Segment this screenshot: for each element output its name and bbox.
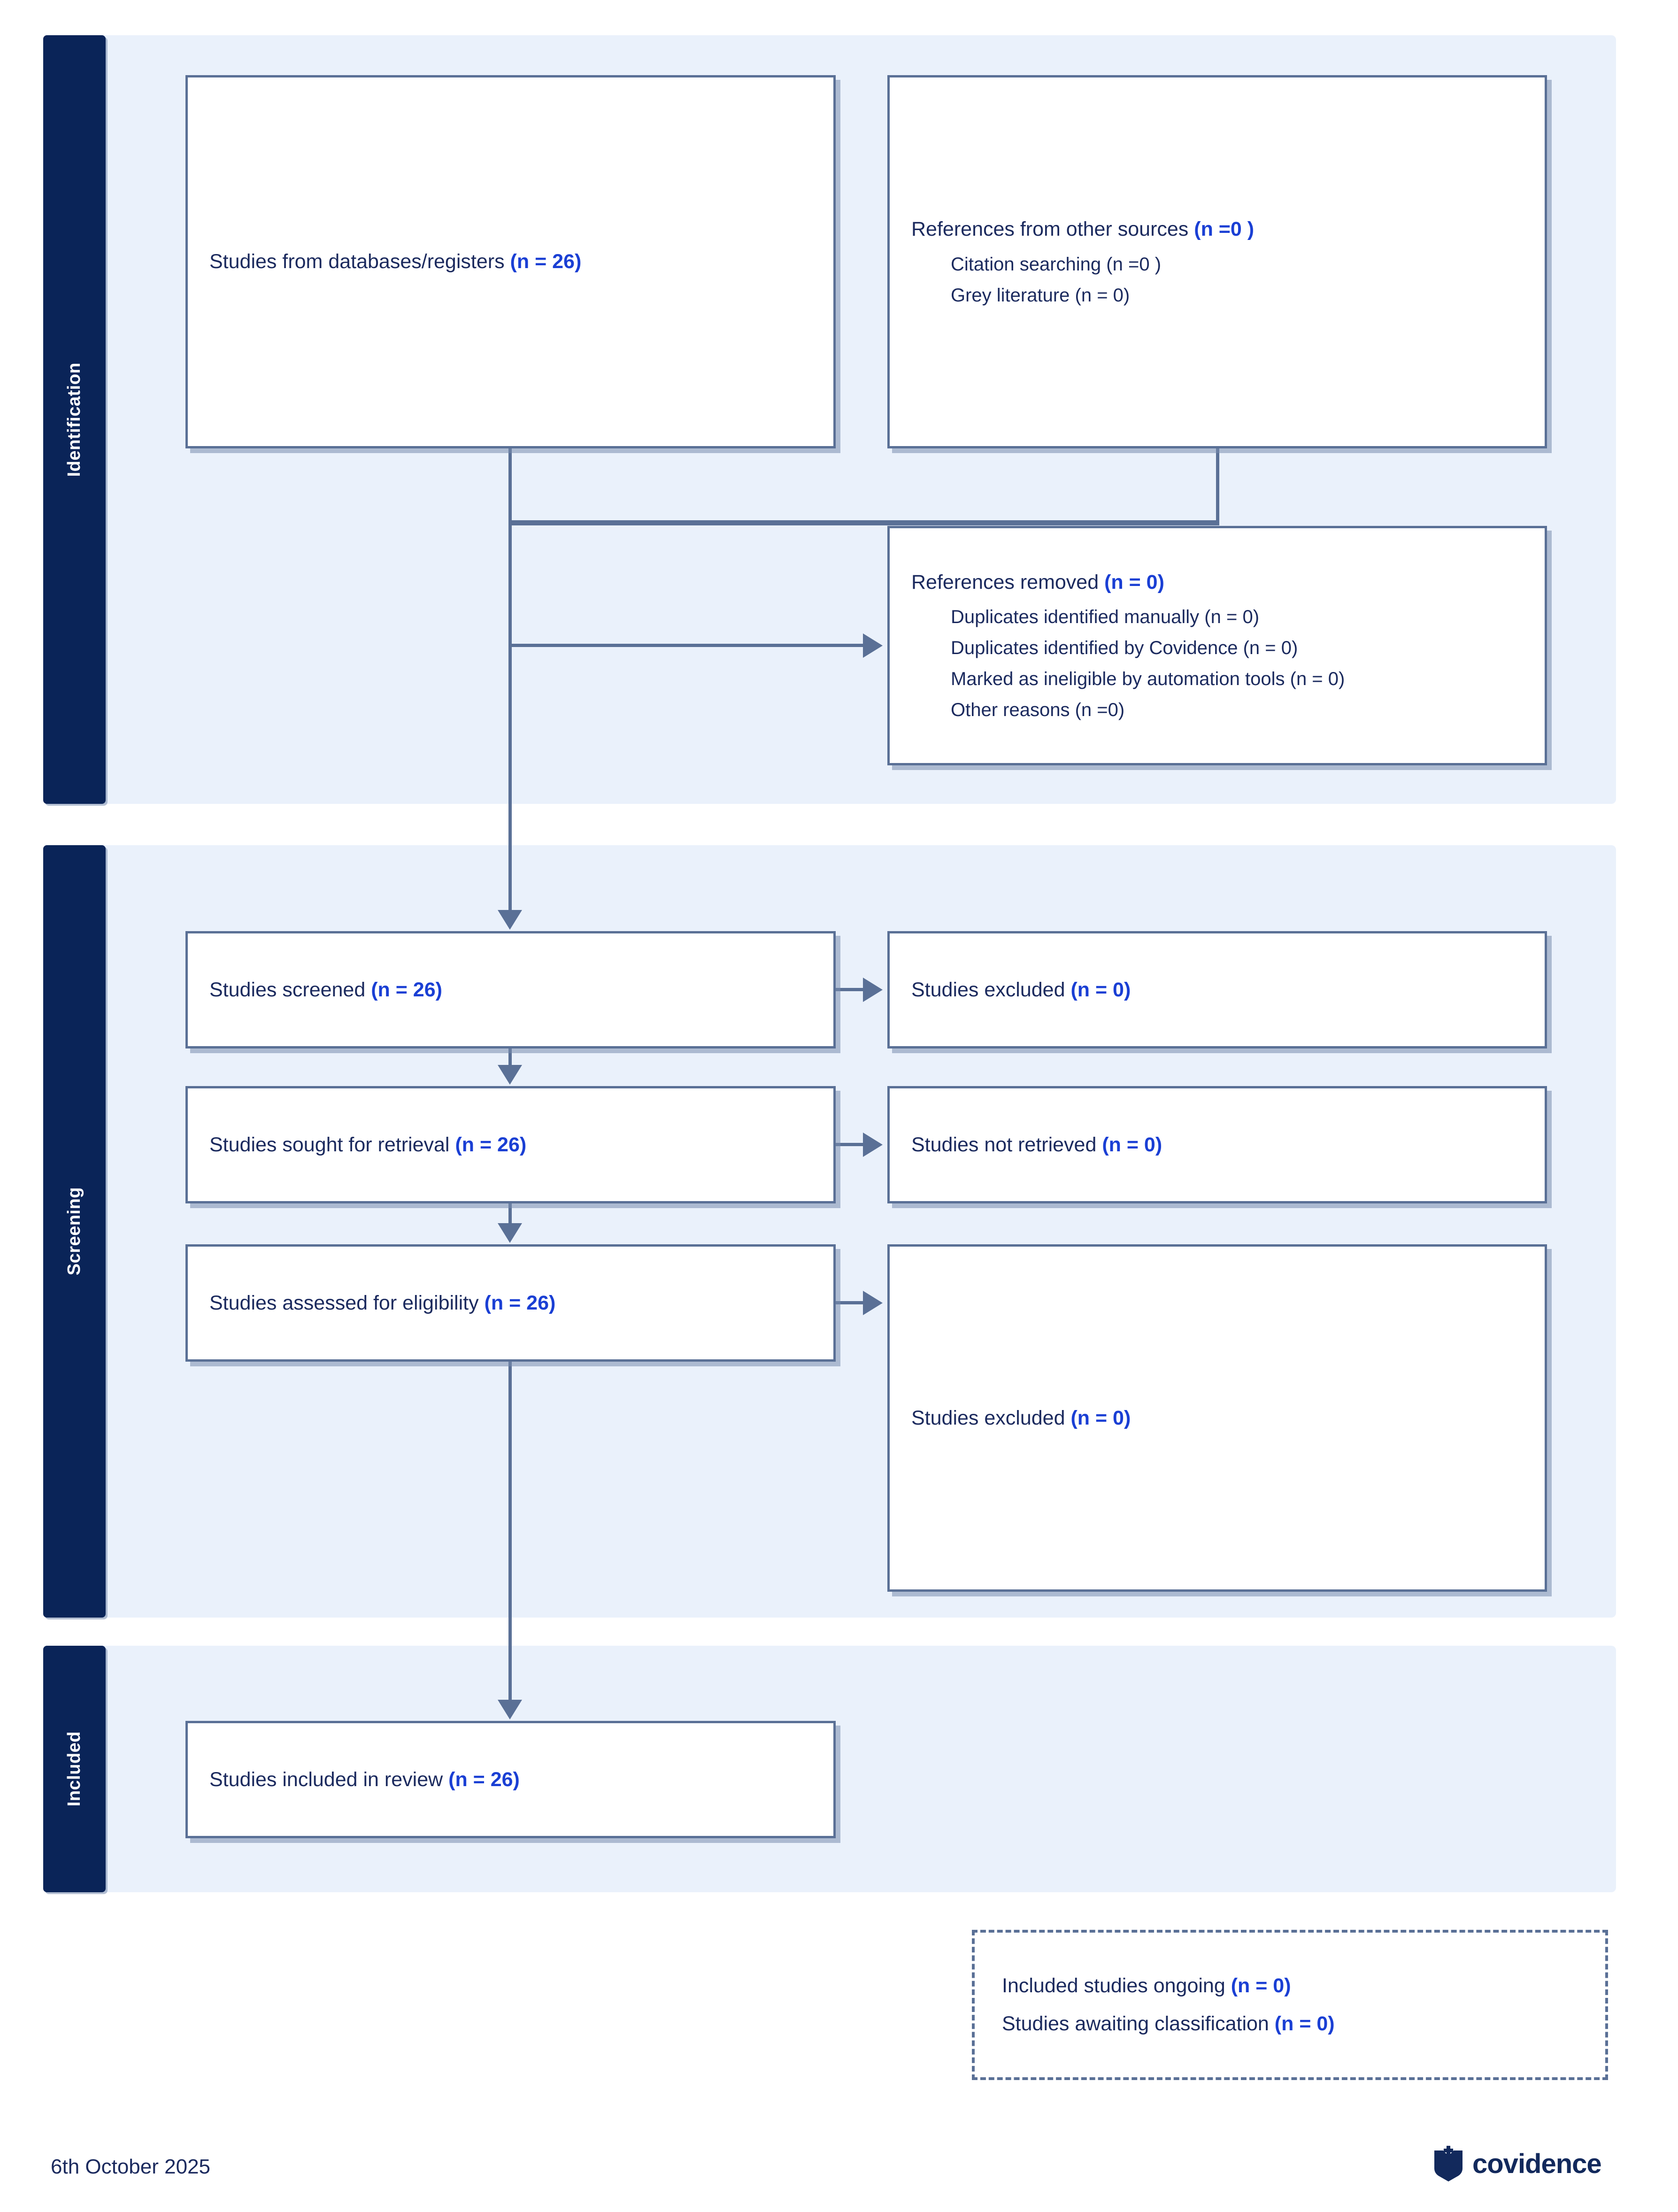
sidebar-tab-included: Included [43, 1646, 106, 1892]
label-studies-from-databases: Studies from databases/registers [209, 250, 510, 273]
box-studies-not-retrieved: Studies not retrieved (n = 0) [887, 1086, 1547, 1203]
covidence-wordmark: covidence [1472, 2148, 1602, 2179]
label-studies-included-in-review: Studies included in review [209, 1768, 449, 1791]
label-studies-excluded-eligibility: Studies excluded [911, 1406, 1071, 1429]
sub-citation-searching: Citation searching (n =0 ) [951, 254, 1162, 275]
count-studies-awaiting-classification: (n = 0) [1274, 2012, 1335, 2035]
arrowhead-sought-for-retrieval [498, 1065, 522, 1085]
box-sought-for-retrieval: Studies sought for retrieval (n = 26) [185, 1086, 836, 1203]
count-references-other-sources: (n =0 ) [1194, 218, 1255, 241]
box-pending-studies: Included studies ongoing (n = 0) Studies… [972, 1930, 1608, 2080]
label-included-studies-ongoing: Included studies ongoing [1002, 1974, 1231, 1997]
arrowhead-not-retrieved [863, 1133, 883, 1157]
connector-to-references-removed [508, 644, 863, 647]
covidence-logo: covidence [1433, 2146, 1602, 2181]
sub-ineligible-automation: Marked as ineligible by automation tools… [951, 669, 1345, 690]
count-studies-excluded-screening: (n = 0) [1070, 978, 1131, 1001]
sub-grey-literature: Grey literature (n = 0) [951, 285, 1130, 306]
connector-trunk-identification [508, 520, 512, 910]
box-references-removed: References removed (n = 0) Duplicates id… [887, 526, 1547, 765]
label-studies-excluded-screening: Studies excluded [911, 978, 1071, 1001]
connector-screened-to-sought [508, 1048, 512, 1066]
connector-databases-down [508, 448, 512, 524]
count-included-studies-ongoing: (n = 0) [1231, 1974, 1291, 1997]
count-studies-excluded-eligibility: (n = 0) [1070, 1406, 1131, 1429]
label-references-other-sources: References from other sources [911, 218, 1194, 241]
arrowhead-included-in-review [498, 1700, 522, 1719]
label-studies-screened: Studies screened [209, 978, 371, 1001]
connector-merge-bar [508, 520, 1219, 525]
connector-sought-to-not-retrieved [836, 1143, 863, 1146]
connector-screened-to-excluded [836, 988, 863, 991]
connector-other-down [1216, 448, 1219, 524]
count-sought-for-retrieval: (n = 26) [455, 1133, 527, 1156]
count-studies-from-databases: (n = 26) [510, 250, 582, 273]
count-studies-included-in-review: (n = 26) [448, 1768, 520, 1791]
count-assessed-for-eligibility: (n = 26) [484, 1291, 556, 1314]
sidebar-tab-screening: Screening [43, 845, 106, 1618]
sub-other-reasons: Other reasons (n =0) [951, 700, 1125, 721]
footer-date: 6th October 2025 [51, 2155, 211, 2178]
box-studies-screened: Studies screened (n = 26) [185, 931, 836, 1048]
box-references-other-sources: References from other sources (n =0 ) Ci… [887, 75, 1547, 448]
count-studies-screened: (n = 26) [371, 978, 442, 1001]
connector-assessed-to-excluded [836, 1301, 863, 1304]
count-references-removed: (n = 0) [1104, 570, 1164, 593]
arrowhead-studies-excluded-2 [863, 1291, 883, 1315]
arrowhead-assessed-eligibility [498, 1223, 522, 1243]
label-assessed-for-eligibility: Studies assessed for eligibility [209, 1291, 485, 1314]
arrowhead-references-removed [863, 633, 883, 658]
box-studies-included-in-review: Studies included in review (n = 26) [185, 1721, 836, 1838]
label-sought-for-retrieval: Studies sought for retrieval [209, 1133, 455, 1156]
connector-trunk-to-included [508, 1362, 512, 1700]
sub-duplicates-covidence: Duplicates identified by Covidence (n = … [951, 638, 1298, 659]
box-studies-excluded-screening: Studies excluded (n = 0) [887, 931, 1547, 1048]
box-assessed-for-eligibility: Studies assessed for eligibility (n = 26… [185, 1244, 836, 1362]
count-studies-not-retrieved: (n = 0) [1102, 1133, 1162, 1156]
sidebar-tab-identification: Identification [43, 35, 106, 804]
arrowhead-studies-screened [498, 910, 522, 930]
sidebar-label-included: Included [64, 1731, 84, 1807]
box-studies-from-databases: Studies from databases/registers (n = 26… [185, 75, 836, 448]
label-references-removed: References removed [911, 570, 1105, 593]
sidebar-label-screening: Screening [64, 1187, 84, 1276]
connector-sought-to-assessed [508, 1203, 512, 1225]
label-studies-not-retrieved: Studies not retrieved [911, 1133, 1102, 1156]
sub-duplicates-manual: Duplicates identified manually (n = 0) [951, 607, 1260, 628]
arrowhead-studies-excluded-1 [863, 978, 883, 1002]
box-studies-excluded-eligibility: Studies excluded (n = 0) [887, 1244, 1547, 1592]
sidebar-label-identification: Identification [64, 362, 84, 477]
covidence-shield-icon [1433, 2146, 1464, 2181]
label-studies-awaiting-classification: Studies awaiting classification [1002, 2012, 1275, 2035]
